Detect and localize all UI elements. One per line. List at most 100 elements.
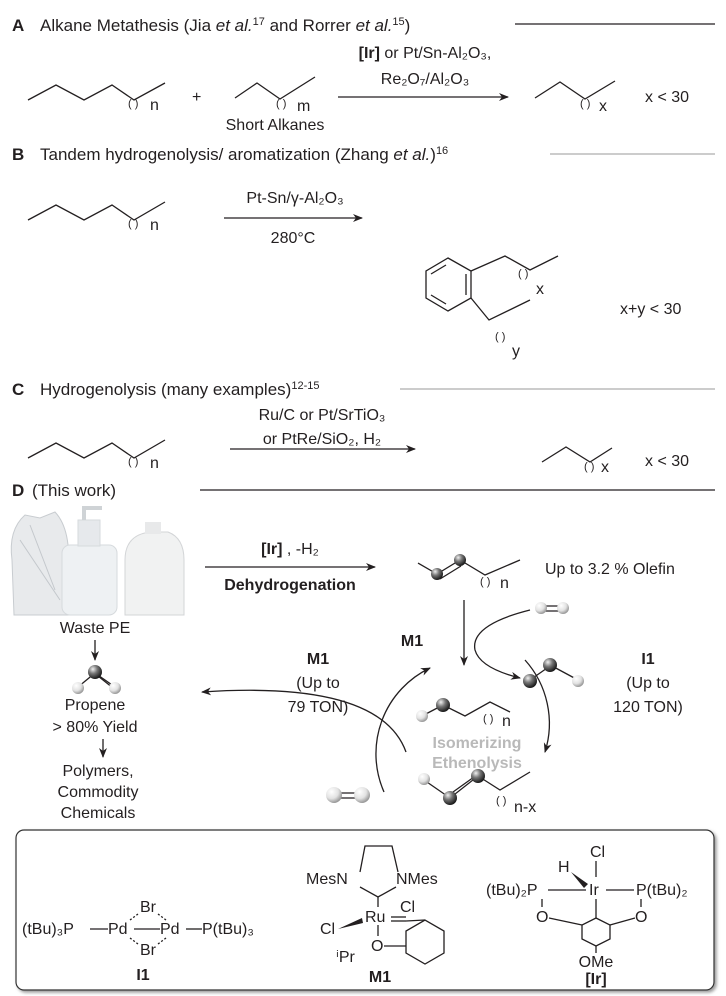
plus-sign: + (192, 89, 201, 106)
right-catalyst-line-1: (Up to (626, 675, 670, 692)
m1-ruthenium: Ru (365, 909, 385, 926)
left-catalyst-line-2: 79 TON) (288, 699, 349, 716)
subscript-n-x: n-x (514, 799, 536, 816)
benzene-ring (425, 255, 559, 321)
left-catalyst-line-1: (Up to (296, 675, 340, 692)
section-title: Alkane Metathesis (Jia et al.17 and Rorr… (40, 16, 410, 35)
i1-right-ligand: P(tBu)₃ (202, 921, 254, 938)
section-a: A Alkane Metathesis (Jia et al.17 and Ro… (12, 16, 715, 134)
catalyst-m1: MesN NMes Ru Cl Cl O ⁱPr M1 (306, 845, 445, 986)
m1-chloride-left: Cl (320, 921, 335, 938)
short-alkanes-label: Short Alkanes (226, 117, 325, 134)
repeat-bracket: ( ) (128, 98, 138, 110)
alkane-chain (27, 439, 166, 459)
left-catalyst-name: M1 (307, 651, 329, 668)
result-label: x+y < 30 (620, 301, 681, 318)
m1-mesn: MesN (306, 871, 348, 888)
m1-isopropyl: ⁱPr (336, 949, 356, 966)
ir-right-ligand: P(tBu)₂ (636, 882, 688, 899)
ir-hydride: H (558, 859, 570, 876)
subscript-x: x (536, 281, 544, 298)
subscript-y: y (512, 343, 520, 360)
products-line-1: Polymers, (62, 763, 133, 780)
repeat-bracket: ( ) (480, 576, 490, 588)
subscript-n: n (150, 97, 159, 114)
ir-left-ligand: (tBu)₂P (486, 882, 538, 899)
repeat-bracket: ( ) (276, 98, 286, 110)
ethylene-molecule (535, 602, 569, 614)
products-line-2: Commodity (58, 784, 139, 801)
dehydrogenation-label: Dehydrogenation (224, 577, 356, 594)
yield-label: > 80% Yield (53, 719, 138, 736)
subscript-n: n (500, 575, 509, 592)
products-line-3: Chemicals (61, 805, 136, 822)
m1-benzene-ring (384, 919, 445, 965)
alkane-chain (27, 82, 166, 101)
subscript-n: n (150, 455, 159, 472)
conditions-line-1: Pt-Sn/γ-Al₂O₃ (246, 190, 343, 207)
ir-methoxy: OMe (579, 954, 614, 971)
conditions-line-2: Re₂O₇/Al₂O₃ (381, 71, 469, 88)
short-alkane-chain (234, 76, 316, 100)
product-chain (534, 80, 616, 100)
m1-oxygen: O (371, 938, 383, 955)
ir-label: [Ir] (585, 971, 606, 988)
cycle-label-2: Ethenolysis (432, 755, 522, 772)
repeat-bracket: ( ) (128, 218, 138, 230)
section-title: Hydrogenolysis (many examples)12-15 (40, 380, 319, 399)
subscript-x: x (601, 459, 609, 476)
alkane-chain (27, 201, 166, 221)
waste-plastics-image (10, 506, 185, 616)
ethylene-molecule (326, 787, 370, 803)
terminal-olefin (416, 698, 511, 722)
conditions-line-2: or PtRe/SiO₂, H₂ (263, 431, 381, 448)
subscript-m: m (297, 98, 310, 115)
dehydrogenation-conditions: [Ir] , -H₂ (261, 541, 319, 558)
m1-chloride-top: Cl (400, 899, 415, 916)
result-label: x < 30 (645, 89, 689, 106)
repeat-bracket: ( ) (584, 461, 594, 473)
subscript-n: n (502, 713, 511, 730)
ir-oxygen-right: O (635, 909, 647, 926)
right-catalyst-line-2: 120 TON) (613, 699, 683, 716)
curved-arrow (474, 609, 531, 680)
subscript-n: n (150, 217, 159, 234)
repeat-bracket: ( ) (128, 456, 138, 468)
m1-nmes: NMes (396, 871, 438, 888)
ir-chloride: Cl (590, 844, 605, 861)
section-title: Tandem hydrogenolysis/ aromatization (Zh… (40, 145, 448, 164)
catalyst-i1: Br Br (tBu)₃P Pd Pd P(tBu)₃ I1 (22, 899, 254, 984)
i1-label: I1 (136, 967, 149, 984)
waste-pe-label: Waste PE (60, 620, 131, 637)
i1-bromide-bottom: Br (140, 942, 157, 959)
i1-pd-right: Pd (160, 921, 180, 938)
i1-bromide-top: Br (140, 899, 157, 916)
repeat-bracket: ( ) (496, 795, 506, 807)
propene-release-arrow (201, 687, 407, 753)
olefin-yield-label: Up to 3.2 % Olefin (545, 561, 675, 578)
section-d: D (This work) Waste PE Propene > 80% Yie… (10, 481, 715, 822)
m1-label: M1 (369, 969, 391, 986)
repeat-bracket: ( ) (518, 268, 528, 280)
repeat-bracket: ( ) (495, 331, 505, 343)
propene-label: Propene (65, 697, 126, 714)
repeat-bracket: ( ) (580, 98, 590, 110)
i1-pd-left: Pd (108, 921, 128, 938)
section-title: (This work) (32, 481, 116, 500)
section-letter: B (12, 145, 24, 164)
repeat-bracket: ( ) (483, 713, 493, 725)
ir-iridium: Ir (589, 882, 599, 899)
conditions-line-1: [Ir] or Pt/Sn-Al₂O₃, (359, 45, 492, 62)
conditions-line-1: Ru/C or Pt/SrTiO₃ (259, 407, 386, 424)
section-letter: C (12, 380, 24, 399)
propene-byproduct (523, 658, 584, 688)
ir-oxygen-left: O (536, 909, 548, 926)
product-chain (541, 446, 613, 463)
internal-olefin (418, 769, 531, 805)
propene-molecule (72, 665, 121, 694)
section-c: C Hydrogenolysis (many examples)12-15 ( … (12, 380, 715, 476)
olefin-molecule (417, 554, 521, 580)
result-label: x < 30 (645, 453, 689, 470)
catalyst-structures-box: Br Br (tBu)₃P Pd Pd P(tBu)₃ I1 MesN NMes… (15, 829, 715, 991)
